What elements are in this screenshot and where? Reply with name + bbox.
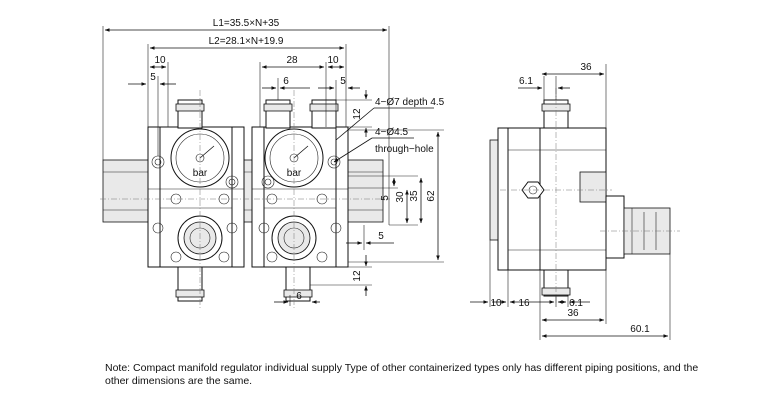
dim-6-top: 6 xyxy=(283,76,289,87)
dim-28: 28 xyxy=(286,55,298,66)
dim-35: 35 xyxy=(409,190,420,202)
dim-10-right: 10 xyxy=(327,55,339,66)
dim-62: 62 xyxy=(426,190,437,202)
note-text: Compact manifold regulator individual su… xyxy=(105,362,702,387)
dim-l1-label: L1=35.5×N+35 xyxy=(213,18,280,29)
side-dim-6-1-top: 6.1 xyxy=(519,76,533,87)
side-view: 36 6.1 10 16 6.1 36 60.1 xyxy=(470,62,680,340)
dim-5-low: 5 xyxy=(378,231,384,242)
footnote: Note: Compact manifold regulator individ… xyxy=(105,362,715,388)
regulator-block-left xyxy=(147,99,245,302)
dim-5-right: 5 xyxy=(340,76,346,87)
note-label: Note: xyxy=(105,362,131,374)
front-view: bar bar L1=35.5×N+35 L2=28.1×N+19.9 10 5… xyxy=(100,18,445,308)
gauge-unit-right: bar xyxy=(287,168,302,179)
dim-10-left: 10 xyxy=(154,55,166,66)
note-hole-type: through−hole xyxy=(375,144,434,155)
dim-5-left: 5 xyxy=(150,72,156,83)
dim-6-bottom: 6 xyxy=(296,291,302,302)
side-dim-6-1-bottom: 6.1 xyxy=(569,298,583,309)
side-dim-10: 10 xyxy=(490,298,502,309)
note-depth: 4−Ø7 depth 4.5 xyxy=(375,97,445,108)
side-dim-60-1: 60.1 xyxy=(630,324,650,335)
dim-12-bottom: 12 xyxy=(352,270,363,282)
side-dim-36-bottom: 36 xyxy=(567,308,579,319)
side-dim-16: 16 xyxy=(518,298,530,309)
dim-12-top: 12 xyxy=(352,108,363,120)
dim-30: 30 xyxy=(395,191,406,203)
gauge-unit-left: bar xyxy=(193,168,208,179)
note-hole-dia: 4−Ø4.5 xyxy=(375,127,409,138)
side-dim-36-top: 36 xyxy=(580,62,592,73)
dim-5-mid: 5 xyxy=(380,195,391,201)
regulator-block-right xyxy=(251,99,349,302)
dim-l2-label: L2=28.1×N+19.9 xyxy=(209,36,284,47)
